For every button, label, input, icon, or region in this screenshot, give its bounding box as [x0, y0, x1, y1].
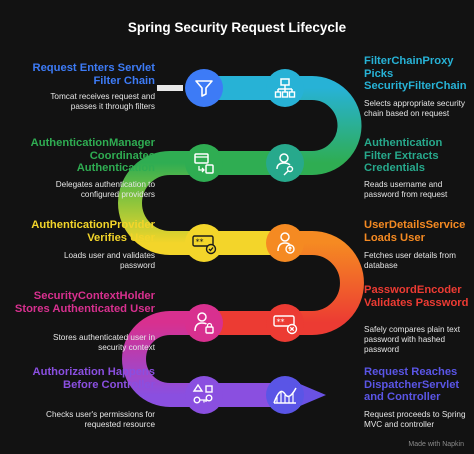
step-2-description: Selects appropriate security chain based… — [364, 99, 466, 118]
step-4-description: Delegates authentication to configured p… — [55, 180, 155, 199]
hierarchy-icon — [266, 69, 304, 107]
step-5-description: Loads user and validates password — [63, 251, 155, 270]
step-1-connector — [157, 85, 183, 91]
step-3-description: Reads username and password from request — [364, 180, 448, 199]
step-4-heading: AuthenticationManager Coordinates Authen… — [30, 137, 155, 174]
user-load-icon — [266, 224, 304, 262]
user-lock-icon — [185, 304, 223, 342]
delegate-icon — [185, 144, 223, 182]
step-6-description: Fetches user details from database — [364, 251, 456, 270]
password-error-icon: ** — [266, 304, 304, 342]
step-3-heading: Authentication Filter Extracts Credentia… — [364, 137, 443, 174]
step-1-heading: Request Enters Servlet Filter Chain — [32, 62, 156, 87]
step-7-heading: PasswordEncoder Validates Password — [364, 284, 469, 309]
step-8-heading: SecurityContextHolder Stores Authenticat… — [14, 290, 155, 315]
step-9-heading: Authorization Happens Before Controller — [32, 366, 155, 391]
step-6-heading: UserDetailsService Loads User — [364, 219, 466, 244]
step-8-description: Stores authenticated user in security co… — [53, 333, 155, 352]
password-check-icon: ** — [185, 224, 223, 262]
step-2-heading: FilterChainProxy Picks SecurityFilterCha… — [364, 55, 467, 92]
user-key-icon — [266, 144, 304, 182]
step-5-heading: AuthenticationProvider Verifies User — [31, 219, 155, 244]
step-1-description: Tomcat receives request and passes it th… — [50, 92, 155, 111]
svg-text:**: ** — [196, 238, 204, 247]
step-9-description: Checks user's permissions for requested … — [46, 410, 155, 429]
step-7-description: Safely compares plain text password with… — [364, 325, 461, 354]
svg-text:**: ** — [277, 318, 285, 327]
diagram-title: Spring Security Request Lifecycle — [127, 20, 347, 35]
shapes-key-icon — [185, 376, 223, 414]
funnel-icon — [185, 69, 223, 107]
step-10-description: Request proceeds to Spring MVC and contr… — [364, 410, 466, 429]
watermark: Made with Napkin — [408, 441, 464, 448]
step-10-heading: Request Reaches DispatcherServlet and Co… — [364, 366, 460, 403]
rollercoaster-icon — [266, 376, 304, 414]
